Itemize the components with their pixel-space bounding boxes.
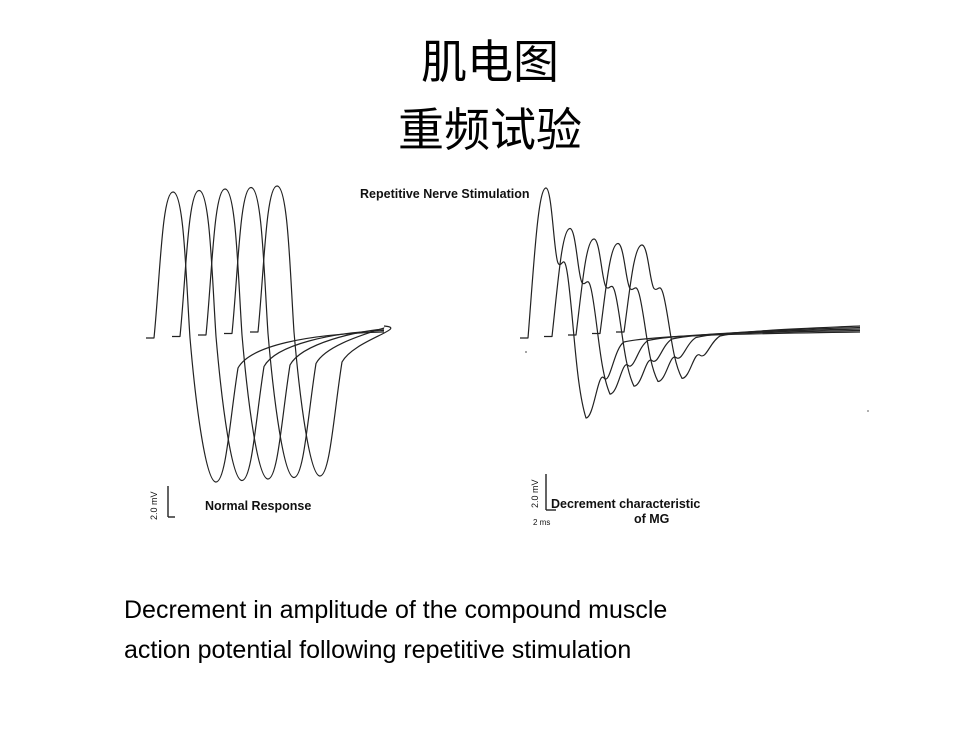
right-scale-bar: 2.0 mV 2 ms bbox=[530, 474, 556, 527]
decrement-label-line-2: of MG bbox=[634, 512, 669, 526]
left-scale-bar: 2.0 mV bbox=[149, 486, 175, 520]
decrement-trace bbox=[592, 242, 861, 383]
normal-response-label: Normal Response bbox=[205, 499, 311, 513]
normal-trace bbox=[198, 188, 385, 480]
speck bbox=[867, 410, 869, 412]
normal-trace bbox=[250, 185, 392, 477]
right-scale-time: 2 ms bbox=[533, 518, 550, 527]
left-scale-voltage: 2.0 mV bbox=[149, 491, 159, 520]
figure-top-label: Repetitive Nerve Stimulation bbox=[360, 187, 530, 201]
speck bbox=[525, 351, 527, 353]
caption-line-1: Decrement in amplitude of the compound m… bbox=[124, 596, 668, 624]
normal-response-traces bbox=[146, 185, 392, 483]
normal-trace bbox=[146, 191, 385, 483]
decrement-trace bbox=[544, 227, 861, 395]
slide-title-line-2: 重频试验 bbox=[398, 103, 582, 157]
decrement-trace bbox=[520, 187, 861, 419]
decrement-trace bbox=[568, 238, 861, 387]
right-scale-voltage: 2.0 mV bbox=[530, 479, 540, 508]
normal-trace bbox=[224, 186, 385, 479]
caption-line-2: action potential following repetitive st… bbox=[124, 636, 632, 664]
decrement-trace bbox=[616, 244, 861, 379]
slide-title-line-1: 肌电图 bbox=[421, 35, 559, 89]
decrement-traces bbox=[520, 187, 861, 419]
normal-trace bbox=[172, 189, 385, 482]
decrement-label-line-1: Decrement characteristic bbox=[551, 497, 700, 511]
